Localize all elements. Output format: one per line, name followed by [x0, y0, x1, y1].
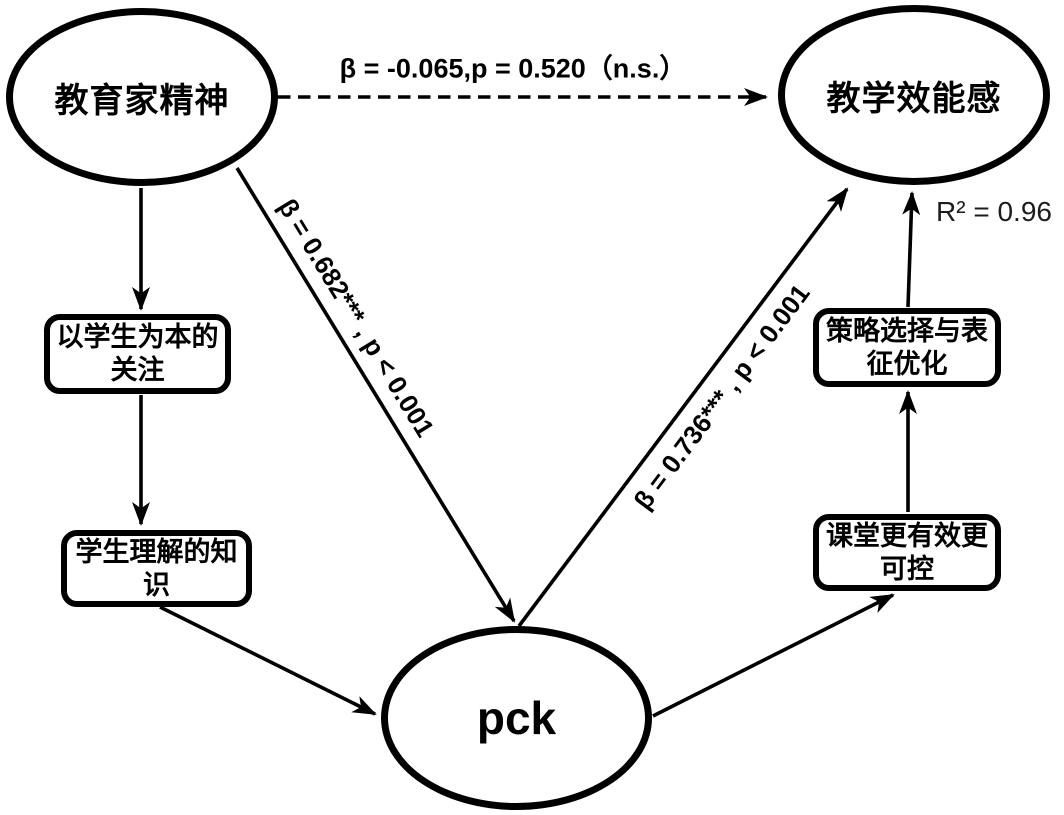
label-direct-effect: β = -0.065,p = 0.520（n.s.） — [339, 53, 687, 84]
node-teaching-efficacy: 教学效能感 — [778, 5, 1050, 185]
node-strategy-selection-representation: 策略选择与表 征优化 — [813, 308, 1001, 387]
node-student-centered-focus: 以学生为本的 关注 — [44, 314, 231, 394]
label-educator-to-pck: β = 0.682*** , p < 0.001 — [272, 193, 441, 443]
r-squared-annotation: R² = 0.96 — [936, 196, 1052, 227]
node-educator-spirit: 教育家精神 — [6, 8, 278, 186]
edge-strategy-to-efficacy — [902, 191, 921, 308]
edge-pck-to-efficacy — [517, 187, 849, 628]
edge-knowledge-to-pck — [159, 605, 377, 716]
label-pck-to-efficacy: β = 0.736*** , p < 0.001 — [627, 278, 816, 515]
edge-educator-to-pck — [235, 167, 516, 623]
node-pck: pck — [381, 626, 652, 810]
node-classroom-effective-controllable: 课堂更有效更 可控 — [813, 514, 1001, 591]
node-knowledge-of-student-understanding: 学生理解的知 识 — [61, 530, 252, 607]
edge-pck-to-classroom — [652, 593, 895, 718]
